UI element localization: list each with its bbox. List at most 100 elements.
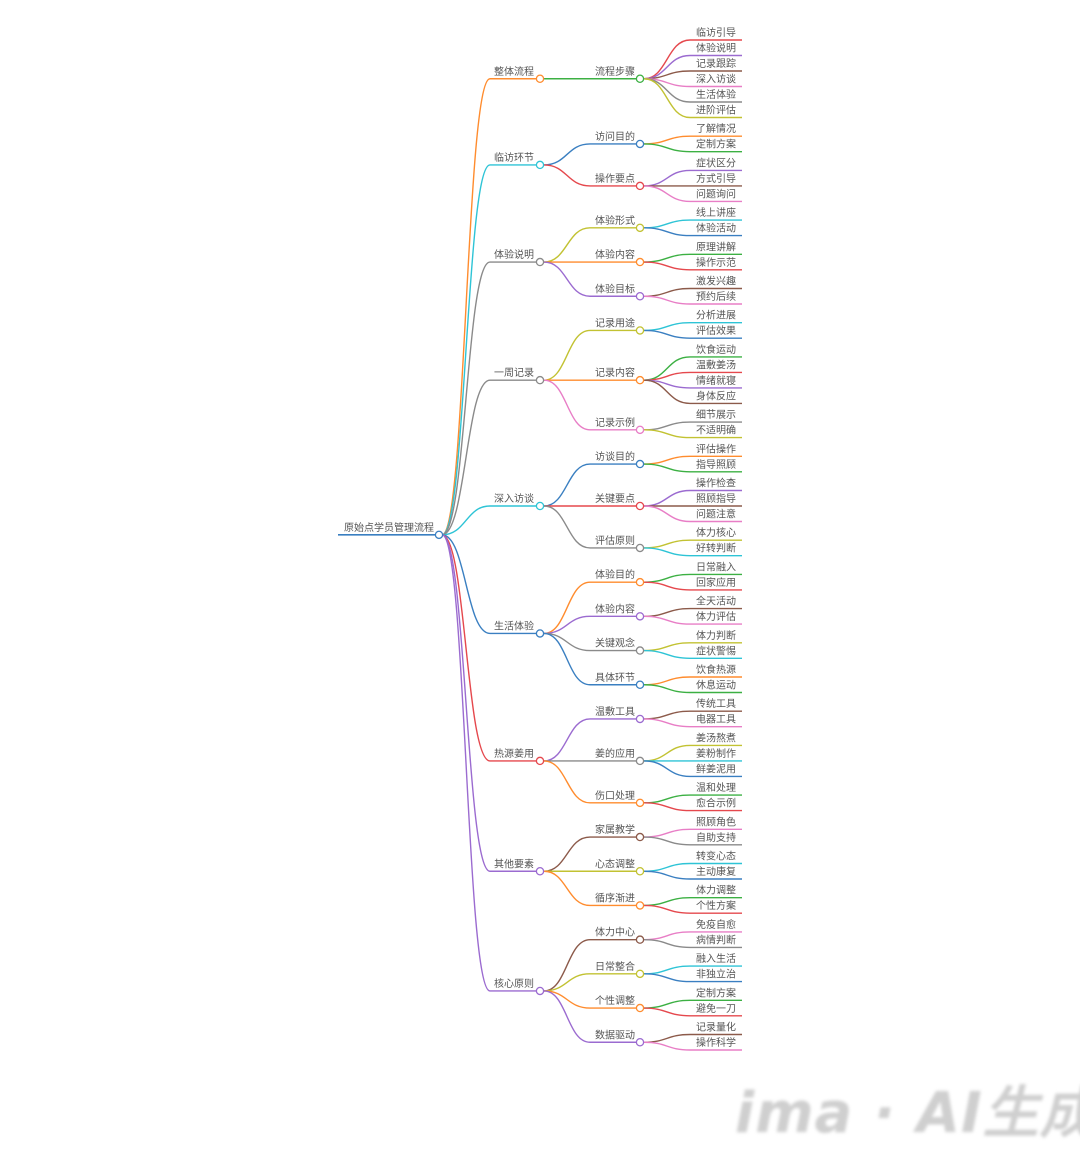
leaf-node-label[interactable]: 方式引导 — [696, 172, 736, 185]
topic-node-label[interactable]: 数据驱动 — [595, 1028, 635, 1041]
leaf-node-label[interactable]: 照顾指导 — [696, 492, 736, 505]
branch-node-circle[interactable] — [535, 160, 545, 170]
leaf-node-label[interactable]: 记录跟踪 — [696, 57, 736, 70]
topic-node-label[interactable]: 体力中心 — [595, 926, 635, 939]
leaf-node-label[interactable]: 温和处理 — [696, 782, 736, 794]
topic-node-circle[interactable] — [635, 756, 645, 766]
branch-node-label[interactable]: 热源姜用 — [494, 747, 534, 760]
topic-node-label[interactable]: 温敷工具 — [595, 705, 635, 718]
topic-node-circle[interactable] — [635, 646, 645, 655]
leaf-node-label[interactable]: 预约后续 — [696, 290, 736, 303]
topic-node-circle[interactable] — [635, 1003, 645, 1013]
leaf-node-label[interactable]: 体力核心 — [696, 526, 736, 539]
topic-node-label[interactable]: 评估原则 — [595, 534, 635, 547]
topic-node-label[interactable]: 访谈目的 — [595, 450, 635, 463]
leaf-node-label[interactable]: 定制方案 — [696, 138, 736, 151]
leaf-node-label[interactable]: 转变心态 — [696, 850, 736, 863]
branch-node-label[interactable]: 临访环节 — [494, 151, 534, 164]
topic-node-label[interactable]: 体验形式 — [595, 214, 635, 227]
topic-node-circle[interactable] — [635, 74, 645, 84]
leaf-node-label[interactable]: 全天活动 — [696, 595, 736, 608]
leaf-node-label[interactable]: 个性方案 — [696, 899, 736, 912]
leaf-node-label[interactable]: 分析进展 — [696, 309, 736, 322]
leaf-node-label[interactable]: 细节展示 — [696, 408, 736, 421]
leaf-node-label[interactable]: 鲜姜泥用 — [696, 762, 736, 775]
leaf-node-label[interactable]: 评估效果 — [696, 324, 736, 337]
leaf-node-label[interactable]: 休息运动 — [696, 679, 736, 692]
leaf-node-label[interactable]: 生活体验 — [696, 88, 736, 101]
leaf-node-label[interactable]: 饮食热源 — [696, 663, 736, 676]
root-node-label[interactable]: 原始点学员管理流程 — [344, 521, 434, 534]
topic-node-circle[interactable] — [635, 181, 645, 191]
branch-node-label[interactable]: 生活体验 — [494, 619, 534, 632]
leaf-node-label[interactable]: 日常融入 — [696, 560, 736, 573]
topic-node-circle[interactable] — [635, 832, 645, 842]
topic-node-circle[interactable] — [635, 577, 645, 587]
topic-node-circle[interactable] — [635, 501, 645, 511]
leaf-node-label[interactable]: 症状区分 — [696, 156, 736, 169]
leaf-node-label[interactable]: 不适明确 — [696, 424, 736, 437]
leaf-node-label[interactable]: 定制方案 — [696, 986, 736, 999]
leaf-node-label[interactable]: 免疫自愈 — [696, 918, 736, 931]
topic-node-circle[interactable] — [635, 257, 645, 267]
branch-node-circle[interactable] — [535, 986, 545, 996]
topic-node-circle[interactable] — [635, 867, 645, 876]
topic-node-label[interactable]: 体验目标 — [595, 282, 635, 295]
topic-node-label[interactable]: 操作要点 — [595, 172, 635, 185]
leaf-node-label[interactable]: 饮食运动 — [696, 343, 736, 356]
leaf-node-label[interactable]: 问题注意 — [696, 508, 736, 521]
leaf-node-label[interactable]: 深入访谈 — [696, 73, 736, 86]
topic-node-label[interactable]: 体验目的 — [595, 568, 635, 581]
leaf-node-label[interactable]: 体验活动 — [696, 222, 736, 235]
leaf-node-label[interactable]: 姜汤熬煮 — [696, 731, 736, 744]
topic-node-circle[interactable] — [635, 901, 645, 910]
topic-node-circle[interactable] — [635, 139, 645, 149]
leaf-node-label[interactable]: 体力评估 — [696, 610, 736, 623]
topic-node-circle[interactable] — [635, 375, 645, 385]
topic-node-circle[interactable] — [635, 612, 645, 621]
leaf-node-label[interactable]: 传统工具 — [696, 697, 736, 710]
leaf-node-label[interactable]: 记录量化 — [696, 1021, 736, 1034]
leaf-node-label[interactable]: 症状警惕 — [696, 644, 736, 657]
branch-node-circle[interactable] — [535, 375, 545, 385]
topic-node-label[interactable]: 记录示例 — [595, 416, 635, 429]
leaf-node-label[interactable]: 操作科学 — [696, 1036, 736, 1049]
leaf-node-label[interactable]: 评估操作 — [696, 442, 736, 455]
leaf-node-label[interactable]: 愈合示例 — [696, 797, 736, 810]
leaf-node-label[interactable]: 操作示范 — [696, 256, 736, 269]
leaf-node-label[interactable]: 回家应用 — [696, 576, 736, 589]
branch-node-label[interactable]: 体验说明 — [494, 248, 534, 261]
branch-node-label[interactable]: 其他要素 — [494, 857, 534, 870]
branch-node-label[interactable]: 一周记录 — [494, 367, 534, 379]
leaf-node-label[interactable]: 体力判断 — [696, 629, 736, 642]
topic-node-label[interactable]: 流程步骤 — [595, 65, 635, 78]
topic-node-circle[interactable] — [635, 459, 645, 469]
topic-node-label[interactable]: 心态调整 — [595, 857, 635, 870]
leaf-node-label[interactable]: 临访引导 — [696, 26, 736, 39]
topic-node-label[interactable]: 伤口处理 — [595, 789, 635, 802]
branch-node-circle[interactable] — [535, 756, 545, 766]
branch-node-label[interactable]: 核心原则 — [494, 977, 534, 990]
leaf-node-label[interactable]: 指导照顾 — [696, 458, 736, 471]
topic-node-circle[interactable] — [635, 935, 645, 944]
topic-node-label[interactable]: 关键要点 — [595, 492, 635, 505]
leaf-node-label[interactable]: 自助支持 — [696, 831, 736, 844]
leaf-node-label[interactable]: 体验说明 — [696, 42, 736, 55]
leaf-node-label[interactable]: 线上讲座 — [696, 206, 736, 219]
topic-node-circle[interactable] — [635, 326, 645, 335]
leaf-node-label[interactable]: 激发兴趣 — [696, 275, 736, 288]
leaf-node-label[interactable]: 电器工具 — [696, 713, 736, 726]
topic-node-label[interactable]: 家属教学 — [595, 823, 635, 836]
branch-node-circle[interactable] — [535, 867, 545, 876]
topic-node-label[interactable]: 体验内容 — [595, 602, 635, 615]
topic-node-label[interactable]: 姜的应用 — [595, 747, 635, 760]
topic-node-circle[interactable] — [635, 543, 645, 553]
topic-node-circle[interactable] — [635, 291, 645, 301]
leaf-node-label[interactable]: 姜粉制作 — [696, 747, 736, 760]
leaf-node-label[interactable]: 温敷姜汤 — [696, 358, 736, 371]
topic-node-circle[interactable] — [635, 798, 645, 808]
topic-node-circle[interactable] — [635, 714, 645, 724]
leaf-node-label[interactable]: 避免一刀 — [696, 1002, 736, 1015]
topic-node-label[interactable]: 记录用途 — [595, 316, 635, 329]
branch-node-label[interactable]: 深入访谈 — [494, 492, 534, 505]
